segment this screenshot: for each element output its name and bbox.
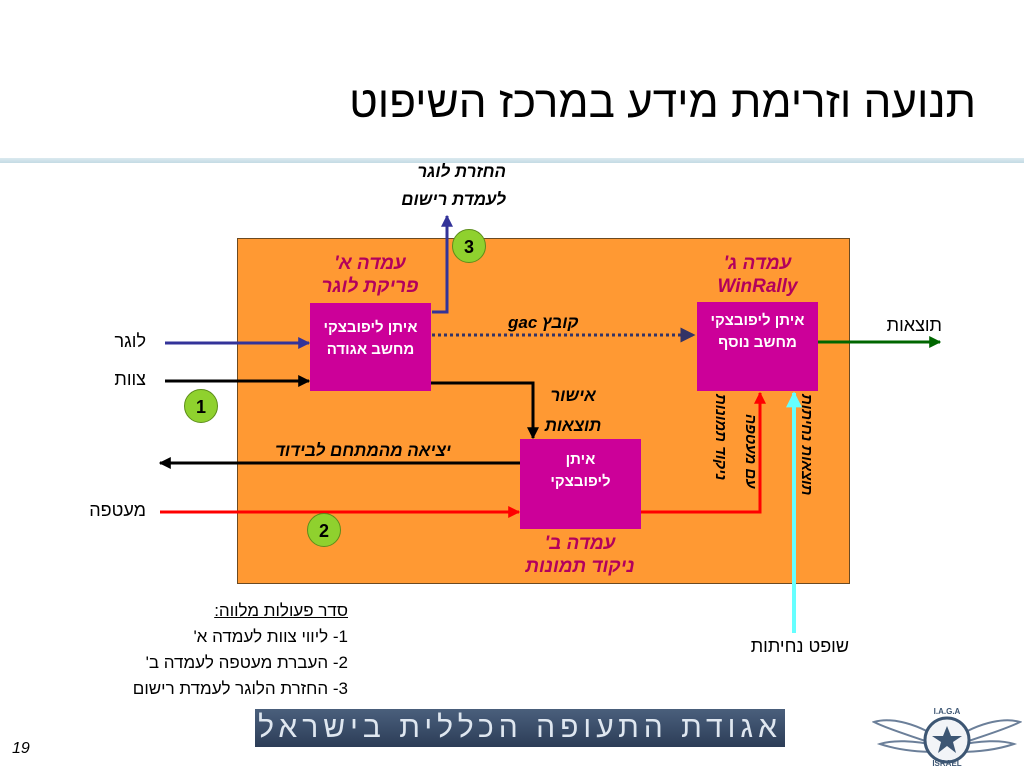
order-step-3: 3- החזרת הלוגר לעמדת רישום (132, 679, 348, 698)
logger-return-line1: החזרת לוגר (417, 162, 506, 181)
envelope-input-label: מעטפה (89, 500, 146, 520)
step-badge-2: 2 (307, 513, 341, 547)
order-step-2: 2- העברת מעטפה לעמדה ב' (145, 653, 348, 672)
station-c-node-line2: מחשב נוסף (718, 334, 797, 351)
logo-bottom-text: ISRAEL (932, 759, 961, 768)
landing-judge-label: שופט נחיתות (750, 636, 849, 656)
step-badge-1: 1 (184, 389, 218, 423)
logger-return-label: החזרת לוגר לעמדת רישום (401, 158, 506, 214)
results-approval-line1: אישור (550, 386, 596, 405)
results-output-label: תוצאות (886, 315, 942, 335)
logger-return-arrow (432, 214, 453, 314)
step-badge-3: 3 (452, 229, 486, 263)
station-a-to-b-arrow (431, 381, 539, 440)
logger-input-label: לוגר (114, 331, 146, 351)
vertical-label-with-envelope: עם מעטפה (742, 414, 759, 489)
station-a-node-line2: מחשב אגודה (326, 341, 415, 358)
logo-top-text: I.A.G.A (934, 707, 961, 716)
exit-isolation-label: יציאה מהמתחם לבידוד (275, 441, 451, 460)
station-c-node: איתן ליפובצקי מחשב נוסף (697, 302, 818, 391)
station-b-node: איתן ליפובצקי (520, 439, 641, 529)
station-b-title: עמדה ב' ניקוד תמונות (500, 532, 660, 578)
page-number: 19 (12, 740, 30, 757)
iaga-wings-logo: I.A.G.A ISRAEL (872, 707, 1022, 768)
station-b-name: עמדה ב' (544, 533, 616, 554)
results-approval-line2: תוצאות (544, 416, 602, 435)
station-c-title: עמדה ג' WinRally (690, 252, 825, 298)
station-b-node-line2: ליפובצקי (550, 473, 611, 490)
vertical-label-photo-scoring: ניקוד תמונות (712, 394, 729, 481)
page-title: תנועה וזרימת מידע במרכז השיפוט (349, 78, 976, 127)
station-a-title: עמדה א' פריקת לוגר (300, 252, 440, 298)
order-step-1: 1- ליווי צוות לעמדה א' (193, 627, 348, 646)
station-a-node: איתן ליפובצקי מחשב אגודה (310, 303, 431, 391)
crew-input-label: צוות (114, 369, 146, 389)
station-b-node-line1: איתן (565, 451, 596, 468)
station-a-node-line1: איתן ליפובצקי (323, 319, 418, 336)
title-divider (0, 158, 1024, 163)
association-banner: אגודת התעופה הכללית בישראל (255, 709, 785, 747)
logger-return-line2: לעמדת רישום (401, 190, 506, 209)
station-a-subtitle: פריקת לוגר (321, 276, 419, 297)
results-approval-label: אישור תוצאות (535, 381, 611, 441)
station-c-node-line1: איתן ליפובצקי (710, 312, 805, 329)
station-b-subtitle: ניקוד תמונות (525, 556, 635, 577)
station-c-subtitle: WinRally (717, 276, 798, 297)
station-a-name: עמדה א' (334, 253, 406, 274)
vertical-label-landing-results: תוצאות נחיתות (798, 394, 815, 496)
order-of-actions-title: סדר פעולות מלווה: (214, 601, 348, 620)
order-of-actions: סדר פעולות מלווה: 1- ליווי צוות לעמדה א'… (133, 598, 348, 702)
gac-file-label: קובץ gac (508, 313, 579, 332)
station-c-name: עמדה ג' (723, 253, 792, 274)
station-b-to-c-arrow (641, 391, 766, 514)
